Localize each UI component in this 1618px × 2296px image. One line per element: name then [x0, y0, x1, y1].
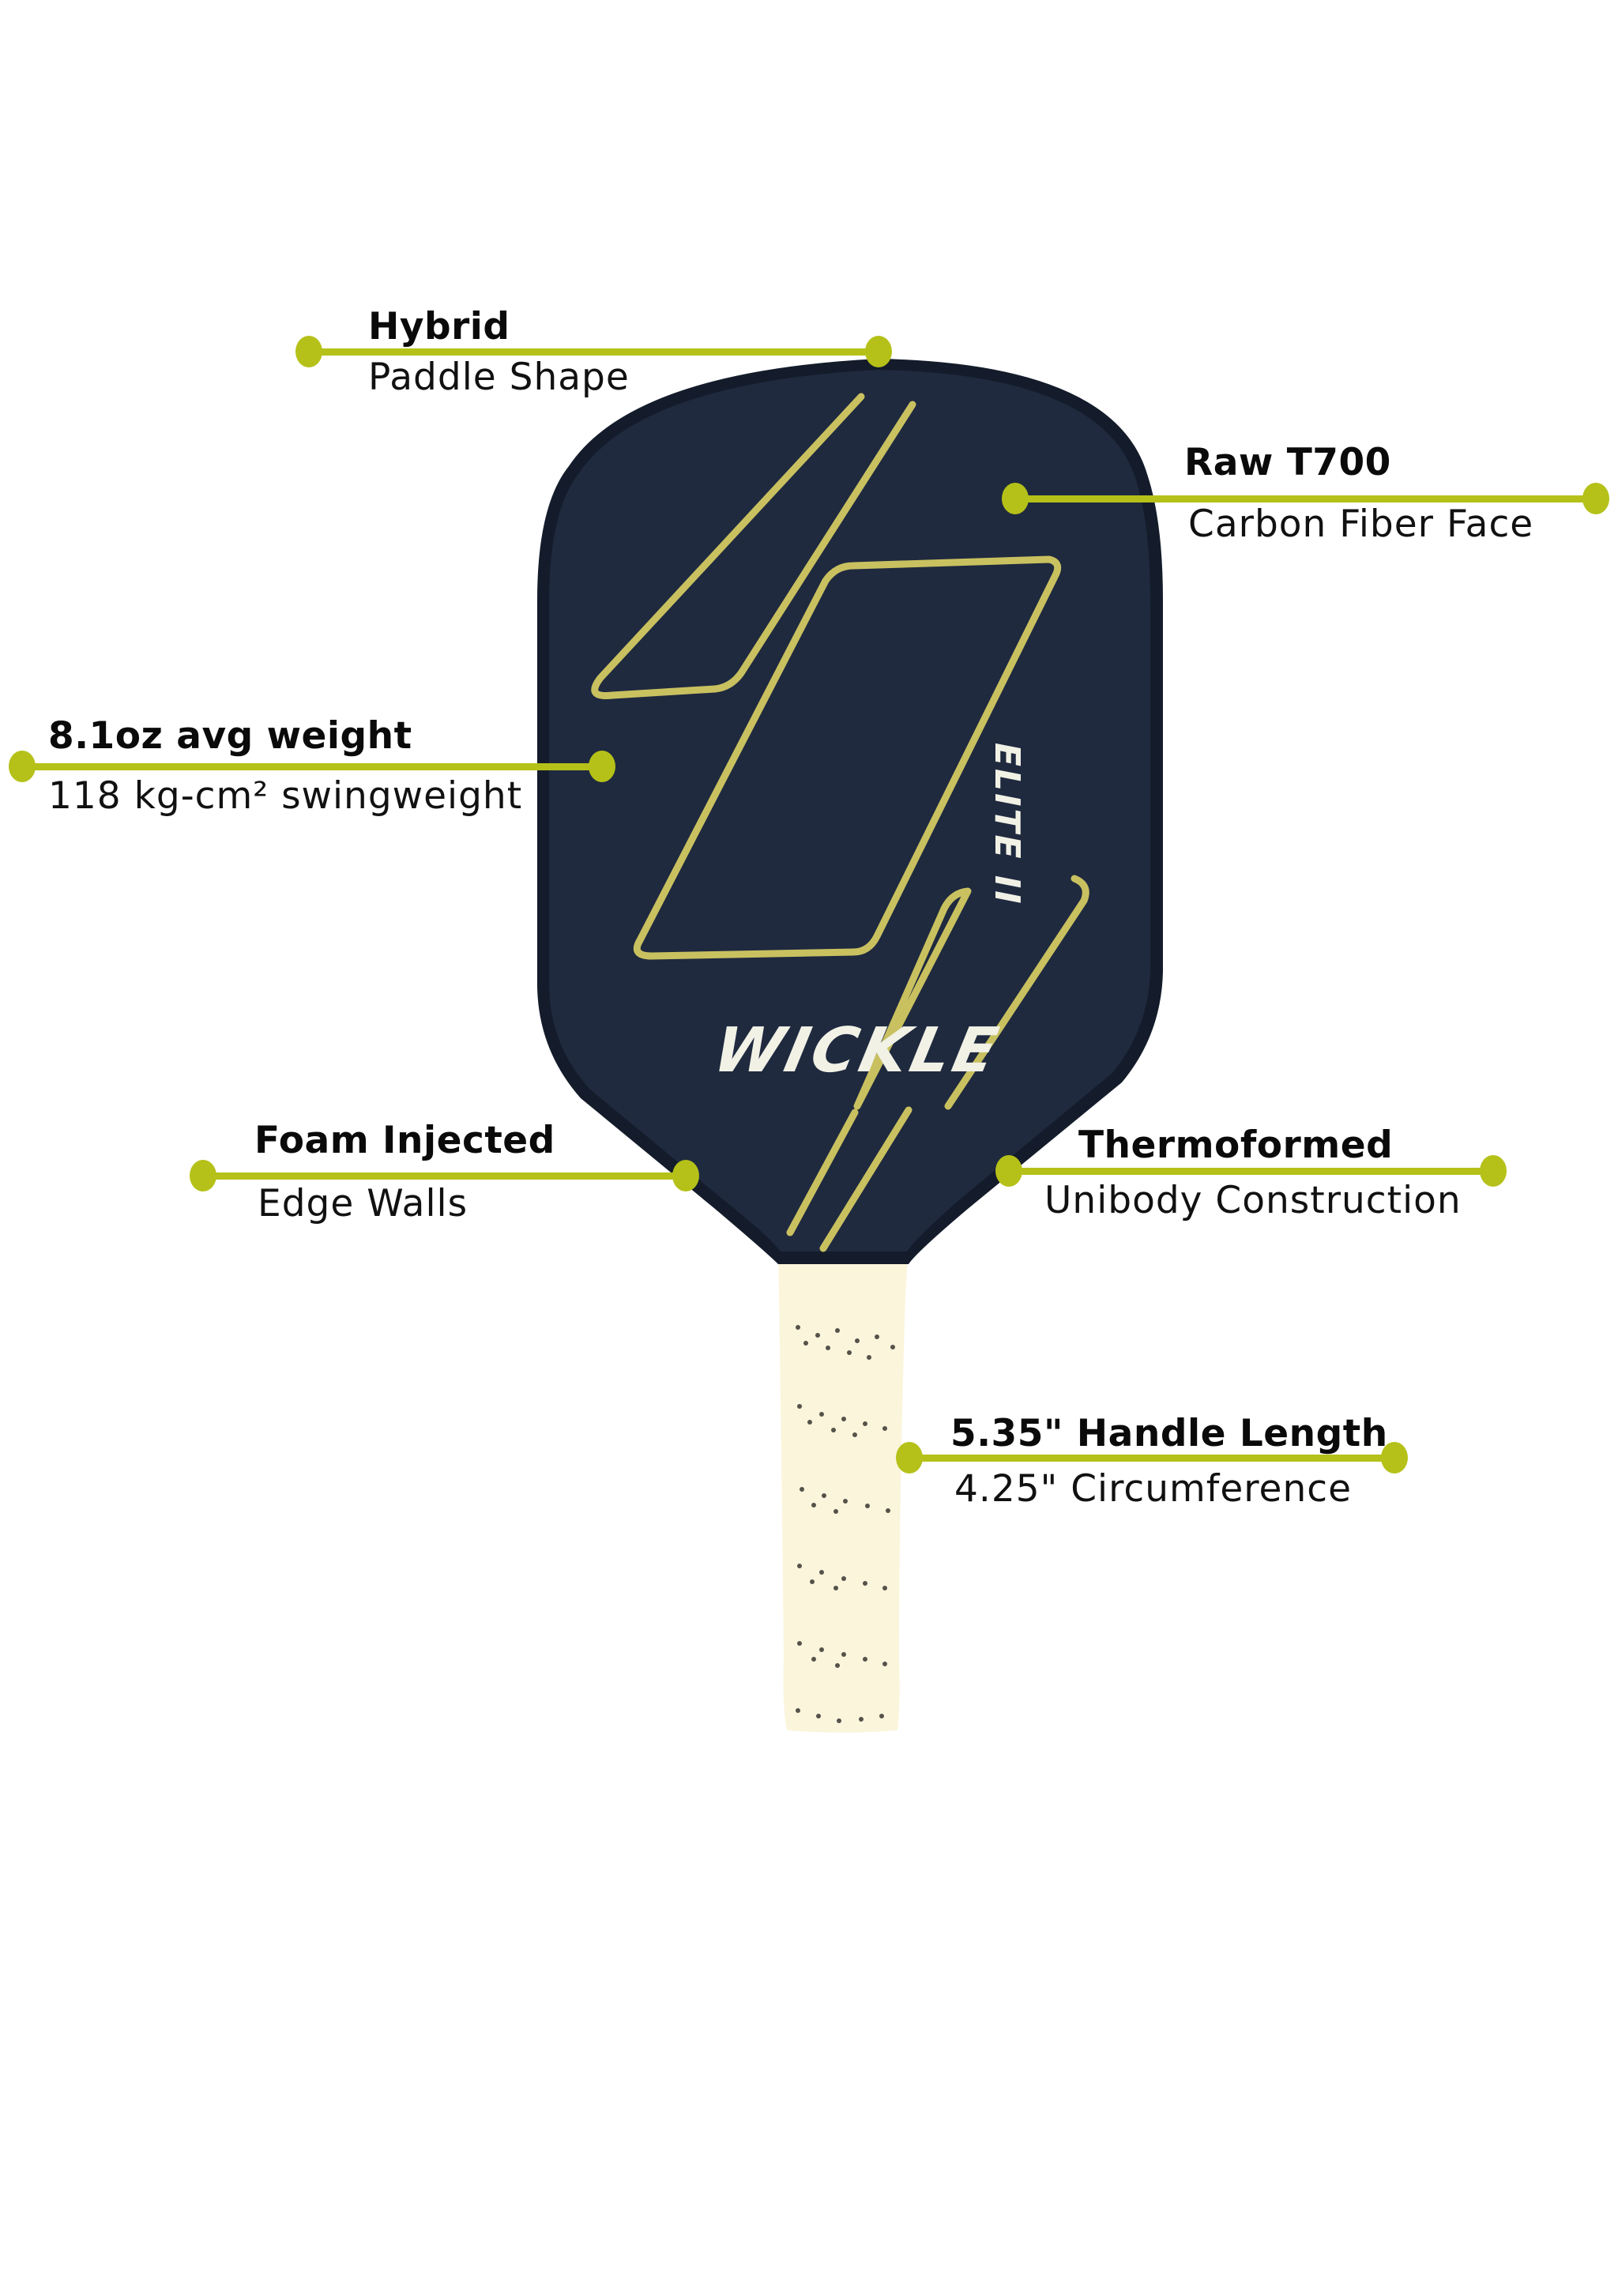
callout-title: Hybrid — [368, 305, 510, 348]
callout-line — [22, 763, 602, 770]
brand-logo: WICKLE — [707, 1015, 1007, 1086]
callout-dot-icon — [190, 1160, 216, 1191]
callout-line — [203, 1172, 686, 1180]
callout-title: Raw T700 — [1184, 441, 1391, 484]
callout-dot-icon — [1381, 1442, 1408, 1474]
callout-dot-icon — [995, 1155, 1022, 1187]
callout-dot-icon — [295, 336, 322, 367]
callout-subtitle: Edge Walls — [258, 1182, 468, 1225]
model-label: ELITE II — [987, 743, 1027, 906]
callout-title: 5.35" Handle Length — [950, 1412, 1388, 1455]
callout-dot-icon — [1480, 1155, 1507, 1187]
callout-subtitle: Paddle Shape — [368, 356, 630, 399]
callout-dot-icon — [589, 751, 615, 782]
callout-line — [309, 348, 879, 356]
callout-line — [1009, 1168, 1493, 1175]
callout-dot-icon — [9, 751, 36, 782]
callout-subtitle: Carbon Fiber Face — [1188, 502, 1534, 546]
callout-subtitle: Unibody Construction — [1044, 1179, 1462, 1222]
callout-dot-icon — [896, 1442, 923, 1474]
callout-dot-icon — [1582, 483, 1609, 514]
paddle-graphic — [591, 393, 1089, 1252]
callout-title: Foam Injected — [254, 1119, 555, 1162]
callout-dot-icon — [1002, 483, 1029, 514]
callout-dot-icon — [672, 1160, 699, 1191]
callout-dot-icon — [865, 336, 892, 367]
callout-line — [909, 1455, 1394, 1462]
callout-title: 8.1oz avg weight — [48, 714, 412, 758]
callout-subtitle: 4.25" Circumference — [954, 1467, 1352, 1511]
callout-subtitle: 118 kg-cm² swingweight — [48, 774, 523, 818]
callout-line — [1015, 495, 1596, 502]
callout-title: Thermoformed — [1078, 1124, 1394, 1167]
grip-handle — [778, 1244, 909, 1733]
